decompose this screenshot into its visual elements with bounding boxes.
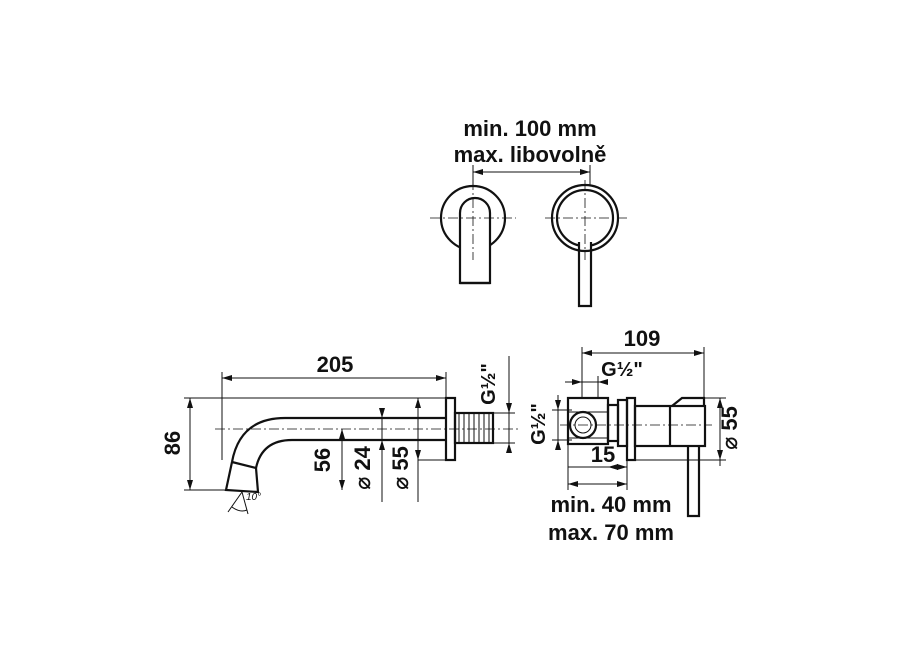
dia-24-label: ⌀ 24 [350, 445, 375, 490]
thread-label: G½" [478, 363, 500, 405]
angle-label: 10° [246, 492, 261, 503]
thread-top-label: G½" [601, 359, 643, 381]
lever-base [671, 396, 706, 407]
body-flange [606, 403, 620, 443]
depth-max-label: max. 70 mm [548, 520, 674, 545]
dim-15-label: 15 [591, 442, 615, 467]
spout-bottom-edge [254, 438, 446, 469]
arrow-down [555, 400, 561, 410]
arrow-up [339, 429, 345, 439]
dim-56-label: 56 [310, 448, 335, 472]
arrow-up [555, 440, 561, 450]
arrow-down [379, 408, 385, 418]
arrow-up [415, 398, 421, 408]
arrow-left [582, 350, 592, 356]
arrow-left [222, 375, 232, 381]
total-depth-label: 109 [624, 326, 661, 351]
spout-side-view: 205 86 G½" [160, 352, 520, 515]
mixer-side-view: 109 G½" G½" 1 [528, 326, 742, 545]
arrow-right [617, 464, 627, 470]
arrow-right [694, 350, 704, 356]
arrow-right [572, 379, 582, 385]
spout-tip-ring [231, 460, 257, 470]
arrow-up [187, 398, 193, 408]
length-label: 205 [317, 352, 354, 377]
arrow-right [436, 375, 446, 381]
dia-55-label: ⌀ 55 [388, 446, 413, 490]
top-view: min. 100 mm max. libovolně [430, 116, 628, 308]
mixer-lever-side [686, 446, 701, 518]
thread-left-label: G½" [528, 403, 550, 445]
arrow-up [379, 440, 385, 450]
spacing-min-label: min. 100 mm [463, 116, 596, 141]
mixer-dia-55-label: ⌀ 55 [717, 406, 742, 450]
depth-min-label: min. 40 mm [550, 492, 671, 517]
arrow-left [568, 481, 578, 487]
body-collar [616, 398, 629, 448]
angle-line [227, 491, 243, 513]
arrow-up [717, 398, 723, 408]
mixer-wall-plate [625, 396, 637, 462]
arrow-down [187, 480, 193, 490]
spacing-max-label: max. libovolně [454, 142, 607, 167]
height-label: 86 [160, 431, 185, 455]
arrow-left [473, 169, 483, 175]
arrow-down [339, 480, 345, 490]
arrow-right [617, 481, 627, 487]
spout-tip [224, 461, 260, 494]
thread-hatching [458, 413, 490, 443]
mixer-lever [577, 242, 593, 308]
arrow-left [598, 379, 608, 385]
spout-top-view [458, 196, 492, 285]
arrow-down [415, 450, 421, 460]
arrow-down [717, 450, 723, 460]
angle-arc [231, 506, 248, 512]
arrow-left [608, 464, 618, 470]
arrow-right [580, 169, 590, 175]
arrow-down [506, 403, 512, 413]
spout-top-edge [230, 416, 446, 463]
arrow-up [506, 443, 512, 453]
